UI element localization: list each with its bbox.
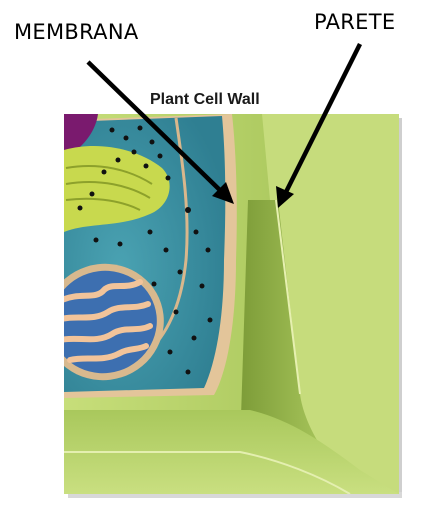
cell-wall-label: PARETE	[314, 10, 395, 34]
figure-title: Plant Cell Wall	[150, 91, 260, 109]
membrane-label: MEMBRANA	[14, 20, 139, 44]
